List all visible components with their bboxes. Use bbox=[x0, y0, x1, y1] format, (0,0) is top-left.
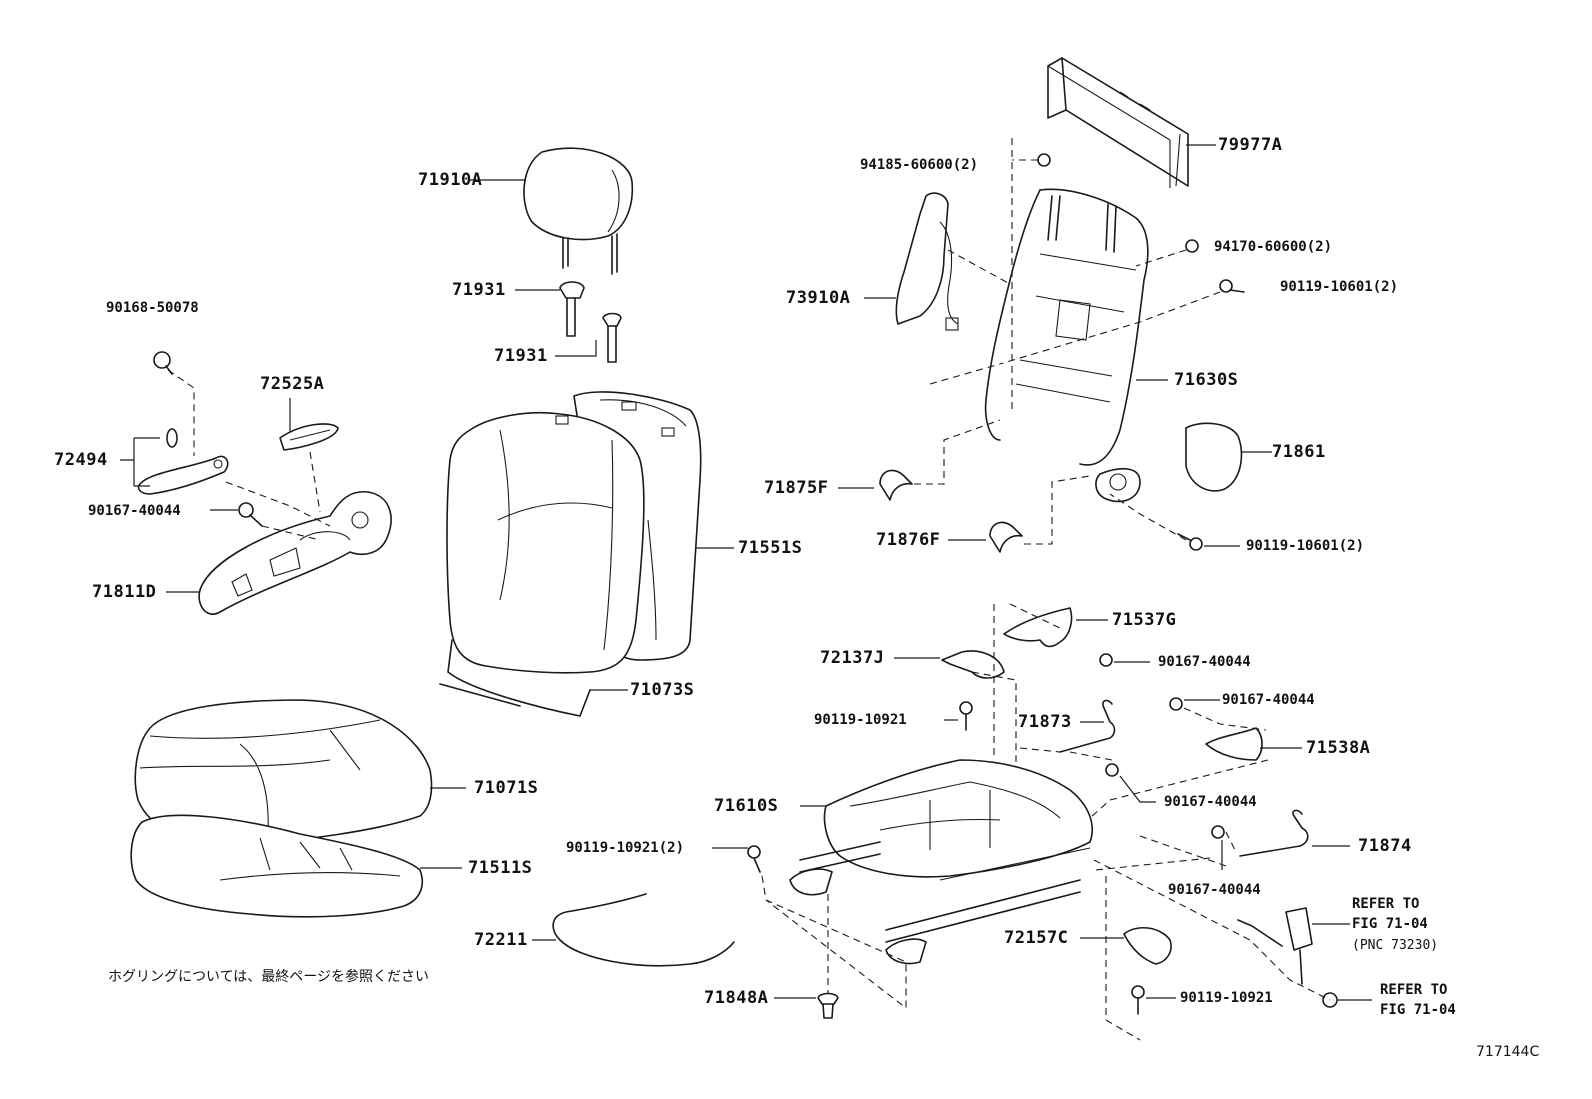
cover-72137J bbox=[941, 650, 1005, 679]
label-71071S: 71071S bbox=[474, 778, 539, 798]
label-73910A: 73910A bbox=[786, 288, 851, 308]
label-90119-10921-b: 90119-10921 bbox=[1180, 990, 1273, 1006]
label-71630S: 71630S bbox=[1174, 370, 1239, 390]
label-71931-upper: 71931 bbox=[452, 280, 506, 300]
seatback-frame-71630S bbox=[984, 188, 1149, 503]
screw-90167-c bbox=[1105, 763, 1119, 777]
label-71538A: 71538A bbox=[1306, 738, 1371, 758]
bolt-90119-10601-top bbox=[1219, 279, 1245, 293]
refer-fig-label-1: FIG 71-04 bbox=[1352, 916, 1428, 932]
label-71861: 71861 bbox=[1272, 442, 1326, 462]
label-90119-10601-bottom: 90119-10601(2) bbox=[1246, 538, 1365, 554]
label-90167-40044-b: 90167-40044 bbox=[1222, 692, 1315, 708]
bolt-90119-10601-bottom bbox=[1177, 533, 1203, 551]
label-72525A: 72525A bbox=[260, 374, 325, 394]
label-90167-40044-a: 90167-40044 bbox=[1158, 654, 1251, 670]
label-90168-50078: 90168-50078 bbox=[106, 300, 199, 316]
hook-71874 bbox=[1239, 809, 1309, 857]
label-90119-10921-a: 90119-10921 bbox=[814, 712, 907, 728]
label-71610S: 71610S bbox=[714, 796, 779, 816]
headrest-71910A bbox=[523, 147, 634, 275]
label-90167-40044-left: 90167-40044 bbox=[88, 503, 181, 519]
hook-71873 bbox=[1059, 699, 1116, 753]
diagram-code: 717144C bbox=[1476, 1044, 1540, 1060]
cushion-pad-71511S bbox=[130, 814, 424, 918]
airbag-73910A bbox=[895, 192, 959, 331]
label-71910A: 71910A bbox=[418, 170, 483, 190]
label-71537G: 71537G bbox=[1112, 610, 1177, 630]
screw-90167-b bbox=[1169, 697, 1183, 711]
label-71811D: 71811D bbox=[92, 582, 157, 602]
label-90119-10921-2: 90119-10921(2) bbox=[566, 840, 685, 856]
seatback-pad-79977A bbox=[1047, 57, 1189, 188]
cover-72157C bbox=[1123, 927, 1172, 965]
hog-ring-note: ホグリングについては、最終ページを参照ください bbox=[108, 969, 430, 985]
bolt-90119-10921-b bbox=[1131, 985, 1145, 1015]
label-71073S: 71073S bbox=[630, 680, 695, 700]
seat-frame-71610S bbox=[789, 759, 1094, 965]
label-79977A: 79977A bbox=[1218, 135, 1283, 155]
bolt-90119-10921-a bbox=[959, 701, 973, 731]
leader-lines bbox=[120, 144, 1372, 1001]
label-72211: 72211 bbox=[474, 930, 528, 950]
label-72157C: 72157C bbox=[1004, 928, 1069, 948]
label-94170-60600: 94170-60600(2) bbox=[1214, 239, 1333, 255]
label-71873: 71873 bbox=[1018, 712, 1072, 732]
cushion-cover-71071S bbox=[134, 699, 433, 845]
label-72137J: 72137J bbox=[820, 648, 885, 668]
refer-fig-label-2: FIG 71-04 bbox=[1380, 1002, 1456, 1018]
label-90167-40044-d: 90167-40044 bbox=[1168, 882, 1261, 898]
assembly-lines bbox=[167, 138, 1331, 1041]
refer-to-label-2: REFER TO bbox=[1380, 982, 1448, 998]
label-71874: 71874 bbox=[1358, 836, 1412, 856]
label-90119-10601-top: 90119-10601(2) bbox=[1280, 279, 1399, 295]
label-71551S: 71551S bbox=[738, 538, 803, 558]
label-71511S: 71511S bbox=[468, 858, 533, 878]
cover-72525A bbox=[279, 423, 339, 451]
label-71876F: 71876F bbox=[876, 530, 941, 550]
clip-71848A bbox=[817, 992, 839, 1019]
label-94185-60600: 94185-60600(2) bbox=[860, 157, 979, 173]
nut-94170 bbox=[1185, 239, 1199, 253]
bolt-90119-10921-2 bbox=[747, 845, 761, 873]
screw-90167-d bbox=[1211, 825, 1225, 839]
label-71848A: 71848A bbox=[704, 988, 769, 1008]
screw-90167-left bbox=[238, 502, 263, 527]
clip-71876F bbox=[989, 521, 1023, 553]
seatbelt-buckle bbox=[1237, 907, 1338, 1008]
label-71875F: 71875F bbox=[764, 478, 829, 498]
lever-72494 bbox=[137, 428, 229, 495]
label-72494: 72494 bbox=[54, 450, 108, 470]
screw-90167-a bbox=[1099, 653, 1113, 667]
bracket-71537G bbox=[1003, 607, 1073, 648]
side-shield-71811D bbox=[198, 491, 392, 615]
nut-94185 bbox=[1037, 153, 1051, 167]
seatback-71073S bbox=[439, 411, 645, 717]
pnc-label: (PNC 73230) bbox=[1352, 938, 1439, 953]
bracket-71538A bbox=[1205, 727, 1263, 761]
label-90167-40044-c: 90167-40044 bbox=[1164, 794, 1257, 810]
recliner-cover-71861 bbox=[1185, 422, 1243, 492]
label-71931-lower: 71931 bbox=[494, 346, 548, 366]
headrest-guide-71931 bbox=[559, 281, 622, 363]
refer-to-label-1: REFER TO bbox=[1352, 896, 1420, 912]
wire-72211 bbox=[552, 893, 735, 967]
clip-71875F bbox=[879, 469, 913, 501]
